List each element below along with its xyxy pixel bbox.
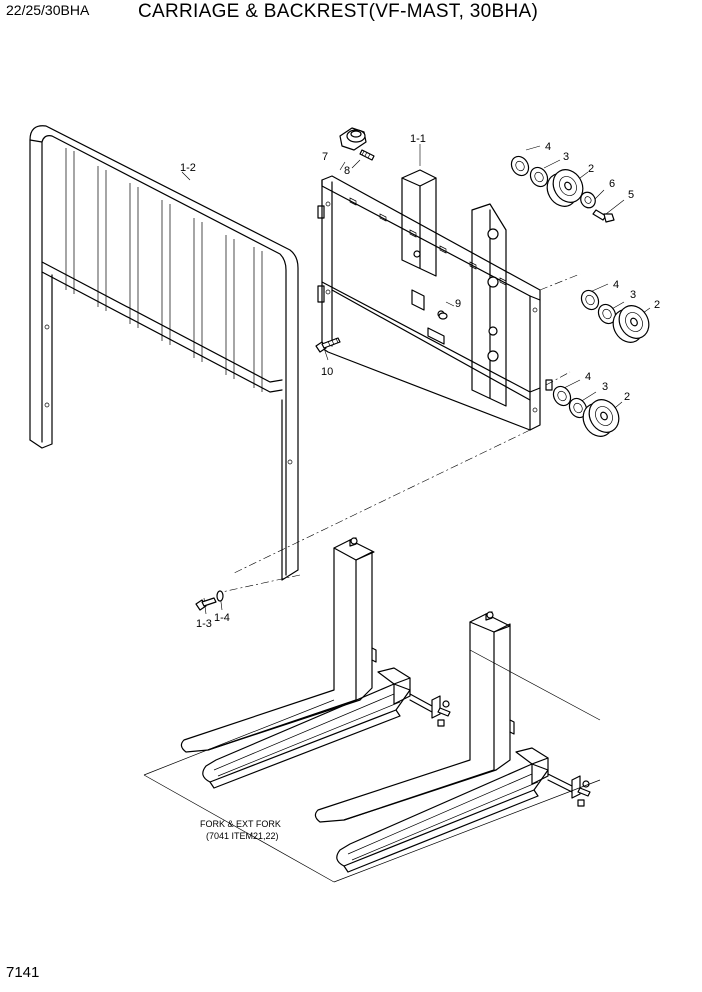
grease-nipple-7: [339, 127, 367, 151]
callout-2-lower: 2: [624, 391, 630, 403]
shim-3-lower: [568, 397, 588, 419]
shim-3-middle: [597, 303, 617, 325]
fork-note-line1: FORK & EXT FORK: [200, 819, 281, 829]
shim-4-lower: [552, 385, 572, 407]
callout-carriage: 1-1: [410, 133, 426, 145]
shim-4-upper: [510, 155, 530, 177]
bolt-9: [438, 312, 448, 320]
roller-2-middle: [612, 305, 650, 343]
callout-2-middle: 2: [654, 299, 660, 311]
callout-7: 7: [322, 151, 328, 163]
washer-6: [580, 191, 596, 209]
callout-4-upper: 4: [545, 141, 551, 153]
bolt-5: [592, 209, 615, 223]
callout-2-upper: 2: [588, 163, 594, 175]
callout-1-3: 1-3: [196, 618, 212, 630]
fork-note-line2: (7041 ITEM21,22): [206, 831, 279, 841]
projection-line-backrest: [221, 574, 301, 593]
leader-lines: [181, 144, 651, 615]
callout-4-lower: 4: [585, 371, 591, 383]
fork-left: [180, 537, 451, 789]
callout-5: 5: [628, 189, 634, 201]
page-number: 7141: [6, 964, 40, 981]
callout-6: 6: [609, 178, 615, 190]
callout-9: 9: [455, 298, 461, 310]
callout-backrest: 1-2: [180, 162, 196, 174]
shim-4-middle: [580, 289, 600, 311]
callout-1-4: 1-4: [214, 612, 230, 624]
bolt-8: [359, 149, 375, 161]
roller-2-lower: [582, 399, 620, 437]
callout-3-upper: 3: [563, 151, 569, 163]
model-code: 22/25/30BHA: [6, 2, 90, 18]
carriage-plate: [317, 169, 581, 431]
bolt-1-3: [195, 597, 217, 611]
roller-2-upper: [546, 169, 584, 207]
washer-1-4: [216, 590, 224, 602]
shim-3-upper: [529, 166, 549, 188]
callout-10: 10: [321, 366, 333, 378]
callout-8: 8: [344, 165, 350, 177]
load-backrest: [29, 125, 299, 581]
page-title: CARRIAGE & BACKREST(VF-MAST, 30BHA): [138, 1, 539, 22]
callout-4-middle: 4: [613, 279, 619, 291]
fork-right: [314, 611, 591, 873]
callout-3-middle: 3: [630, 289, 636, 301]
callout-3-lower: 3: [602, 381, 608, 393]
bolt-10: [315, 337, 341, 353]
projection-line-carriage: [231, 429, 531, 575]
fork-group-outline: [143, 649, 601, 883]
